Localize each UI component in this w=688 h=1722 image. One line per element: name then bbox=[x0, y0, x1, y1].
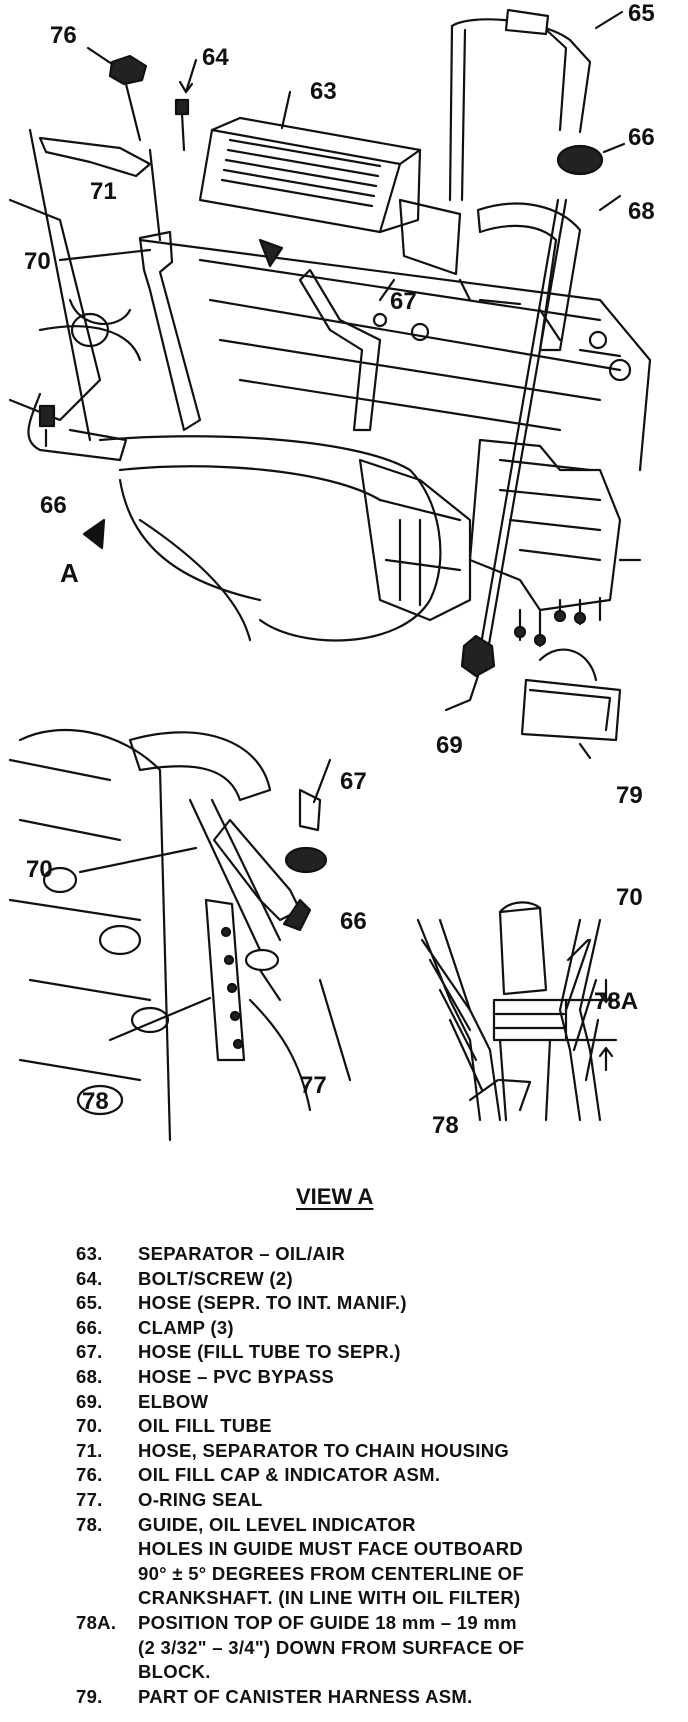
legend-item: 79. PART OF CANISTER HARNESS ASM. bbox=[76, 1685, 676, 1710]
legend-item-number: 66. bbox=[76, 1316, 103, 1338]
callout-71: 71 bbox=[90, 178, 117, 205]
legend-item-text: GUIDE, OIL LEVEL INDICATOR HOLES IN GUID… bbox=[138, 1513, 524, 1609]
callout-67-view-a: 67 bbox=[340, 768, 367, 795]
legend-item-number: 64. bbox=[76, 1267, 103, 1289]
callout-78a-detail: 78A bbox=[594, 988, 639, 1015]
legend-item: 71. HOSE, SEPARATOR TO CHAIN HOUSING bbox=[76, 1439, 676, 1464]
legend-item-text: O-RING SEAL bbox=[138, 1488, 263, 1510]
callout-70-view-a: 70 bbox=[26, 856, 53, 883]
legend-item-number: 65. bbox=[76, 1292, 103, 1314]
callout-66-top: 66 bbox=[628, 124, 655, 151]
legend-item-number: 77. bbox=[76, 1488, 103, 1510]
callout-77: 77 bbox=[300, 1072, 327, 1099]
legend-item: 63. SEPARATOR – OIL/AIR bbox=[76, 1242, 676, 1267]
callout-70-main: 70 bbox=[24, 248, 51, 275]
legend-item: 64. BOLT/SCREW (2) bbox=[76, 1267, 676, 1292]
legend-item-text: OIL FILL TUBE bbox=[138, 1415, 272, 1437]
legend-item: 67. HOSE (FILL TUBE TO SEPR.) bbox=[76, 1340, 676, 1365]
legend-item-text: HOSE, SEPARATOR TO CHAIN HOUSING bbox=[138, 1439, 510, 1461]
legend-item: 66. CLAMP (3) bbox=[76, 1316, 676, 1341]
legend-item-number: 67. bbox=[76, 1341, 103, 1363]
legend-item-number: 78. bbox=[76, 1513, 103, 1535]
legend-item-number: 69. bbox=[76, 1390, 103, 1412]
legend-item: 70. OIL FILL TUBE bbox=[76, 1414, 676, 1439]
legend-item-text: BOLT/SCREW (2) bbox=[138, 1267, 293, 1289]
view-a-title: VIEW A bbox=[296, 1184, 374, 1209]
legend-item-number: 70. bbox=[76, 1415, 103, 1437]
callout-68: 68 bbox=[628, 198, 655, 225]
detail-78a bbox=[416, 901, 618, 1122]
legend-item-text: HOSE – PVC BYPASS bbox=[138, 1365, 334, 1387]
callout-78-view-a: 78 bbox=[82, 1088, 109, 1115]
legend-item-text: OIL FILL CAP & INDICATOR ASM. bbox=[138, 1464, 441, 1486]
callout-79: 79 bbox=[616, 782, 643, 809]
legend-item-text: HOSE (SEPR. TO INT. MANIF.) bbox=[138, 1292, 407, 1314]
legend-item: 78A. POSITION TOP OF GUIDE 18 mm – 19 mm … bbox=[76, 1611, 676, 1685]
legend-item: 68. HOSE – PVC BYPASS bbox=[76, 1365, 676, 1390]
callout-78-detail: 78 bbox=[432, 1112, 459, 1139]
legend-item-text: CLAMP (3) bbox=[138, 1316, 234, 1338]
legend-item-text: HOSE (FILL TUBE TO SEPR.) bbox=[138, 1341, 401, 1363]
view-a-marker: A bbox=[60, 558, 79, 588]
callout-66-left: 66 bbox=[40, 492, 67, 519]
legend-item-text: PART OF CANISTER HARNESS ASM. bbox=[138, 1685, 473, 1707]
legend-item-number: 78A. bbox=[76, 1611, 117, 1633]
legend-item: 76. OIL FILL CAP & INDICATOR ASM. bbox=[76, 1463, 676, 1488]
callout-65: 65 bbox=[628, 0, 655, 27]
callout-63: 63 bbox=[310, 78, 337, 105]
legend-item-text: SEPARATOR – OIL/AIR bbox=[138, 1243, 346, 1264]
legend-item: 69. ELBOW bbox=[76, 1390, 676, 1415]
legend-item: 77. O-RING SEAL bbox=[76, 1488, 676, 1513]
callout-76: 76 bbox=[50, 22, 77, 49]
legend-item-text: ELBOW bbox=[138, 1390, 209, 1412]
legend-item: 65. HOSE (SEPR. TO INT. MANIF.) bbox=[76, 1291, 676, 1316]
legend-item: 78. GUIDE, OIL LEVEL INDICATOR HOLES IN G… bbox=[76, 1513, 676, 1611]
legend-item-number: 71. bbox=[76, 1439, 103, 1461]
legend-item-number: 63. bbox=[76, 1243, 103, 1264]
legend-item-number: 79. bbox=[76, 1685, 103, 1707]
legend-item-text: POSITION TOP OF GUIDE 18 mm – 19 mm (2 3… bbox=[138, 1611, 525, 1683]
legend-item-number: 76. bbox=[76, 1464, 103, 1486]
main-engine-view bbox=[8, 8, 652, 760]
callout-66-view-a: 66 bbox=[340, 908, 367, 935]
legend-item-number: 68. bbox=[76, 1365, 103, 1387]
callout-69: 69 bbox=[436, 732, 463, 759]
callout-70-detail: 70 bbox=[616, 884, 643, 911]
callout-64: 64 bbox=[202, 44, 229, 71]
view-a-detail bbox=[8, 728, 352, 1142]
callout-67-main: 67 bbox=[390, 288, 417, 315]
